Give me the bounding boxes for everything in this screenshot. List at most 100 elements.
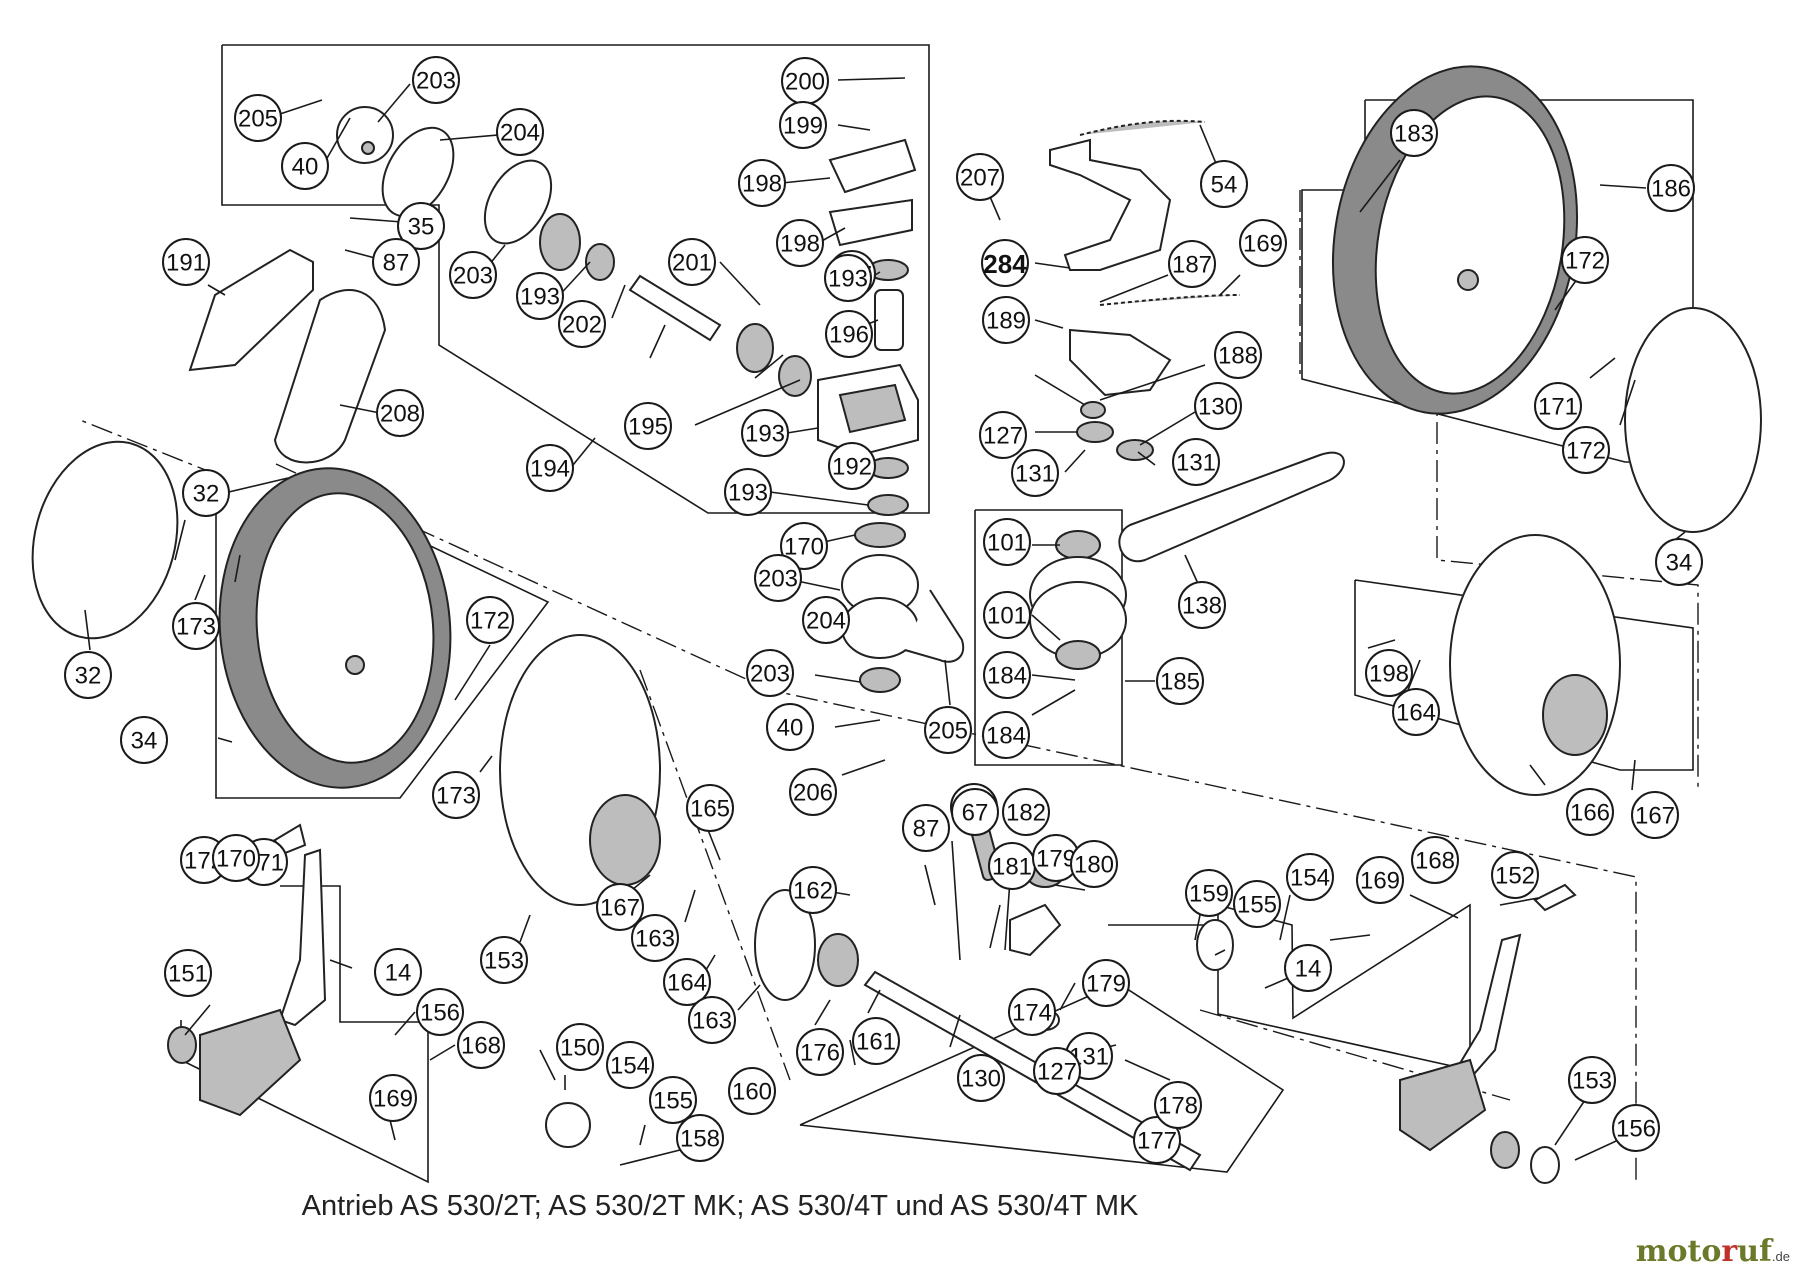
callout-label: 199 — [783, 113, 823, 140]
callout-label: 127 — [983, 423, 1023, 450]
callout-201: 201 — [668, 238, 716, 286]
callout-circle — [828, 442, 876, 490]
callout-label: 193 — [745, 421, 785, 448]
callout-163-a: 163 — [631, 914, 679, 962]
callout-label: 179 — [1086, 971, 1126, 998]
callout-circle — [852, 1017, 900, 1065]
callout-label: 184 — [987, 663, 1027, 690]
callout-174: 174 — [1008, 988, 1056, 1036]
callout-label: 40 — [292, 154, 319, 181]
callout-circle — [596, 883, 644, 931]
callout-101-a: 101 — [983, 518, 1031, 566]
callout-circle — [1214, 331, 1262, 379]
callout-label: 200 — [785, 69, 825, 96]
callout-32-tr: 32 — [182, 469, 230, 517]
callout-192: 192 — [828, 442, 876, 490]
callout-150: 150 — [556, 1023, 604, 1071]
callout-label: 101 — [987, 603, 1027, 630]
callout-circle — [825, 310, 873, 358]
callout-131-b: 131 — [1172, 438, 1220, 486]
callout-circle — [956, 153, 1004, 201]
callout-label: 163 — [692, 1008, 732, 1035]
callout-circle — [480, 936, 528, 984]
callout-label: 172 — [470, 608, 510, 635]
callout-181: 181 — [988, 842, 1036, 890]
callout-label: 173 — [176, 614, 216, 641]
callout-label: 87 — [383, 250, 410, 277]
callout-circle — [789, 866, 837, 914]
callout-162: 162 — [789, 866, 837, 914]
callout-label: 130 — [1198, 394, 1238, 421]
callout-170-right: 170 — [212, 834, 260, 882]
callout-164-right: 164 — [1392, 688, 1440, 736]
callout-label: 138 — [1182, 593, 1222, 620]
callout-circle — [374, 948, 422, 996]
callout-circle — [983, 651, 1031, 699]
callout-193-b: 193 — [824, 254, 872, 302]
callout-label: 187 — [1172, 252, 1212, 279]
callout-circle — [416, 988, 464, 1036]
callout-202: 202 — [558, 300, 606, 348]
callout-circle — [526, 444, 574, 492]
callout-196: 196 — [825, 310, 873, 358]
callout-circle — [1568, 1056, 1616, 1104]
callout-label: 168 — [461, 1033, 501, 1060]
callout-circle — [1233, 880, 1281, 928]
callout-label: 165 — [690, 796, 730, 823]
callout-circle — [212, 834, 260, 882]
callout-circle — [981, 239, 1029, 287]
callout-circle — [983, 591, 1031, 639]
callout-circle — [982, 711, 1030, 759]
callout-34-tr: 34 — [1655, 538, 1703, 586]
brand-logo: motoruf.de — [1636, 1234, 1790, 1269]
callout-170-left: 170 — [780, 522, 828, 570]
callout-circle — [556, 1023, 604, 1071]
callout-label: 180 — [1074, 852, 1114, 879]
callout-label: 193 — [520, 284, 560, 311]
callout-127-low: 127 — [1033, 1047, 1081, 1095]
callout-circle — [1070, 840, 1118, 888]
callout-168-left: 168 — [457, 1021, 505, 1069]
callout-155-right: 155 — [1233, 880, 1281, 928]
callout-label: 161 — [856, 1029, 896, 1056]
callout-151: 151 — [164, 949, 212, 997]
callout-14-left: 14 — [374, 948, 422, 996]
callout-circle — [182, 469, 230, 517]
callout-circle — [234, 94, 282, 142]
callout-label: 203 — [750, 661, 790, 688]
callout-circle — [983, 518, 1031, 566]
callout-173-left: 173 — [432, 771, 480, 819]
brand-part-1: moto — [1635, 1234, 1722, 1269]
callout-169-top: 169 — [1239, 219, 1287, 267]
callout-label: 155 — [653, 1088, 693, 1115]
callout-179-a: 179 — [1032, 834, 1080, 882]
callout-154-low: 154 — [606, 1041, 654, 1089]
callout-40-low: 40 — [766, 703, 814, 751]
callout-label: 198 — [742, 171, 782, 198]
callout-circle — [631, 914, 679, 962]
callout-label: 152 — [1495, 863, 1535, 890]
callout-circle — [796, 1028, 844, 1076]
callout-156-left: 156 — [416, 988, 464, 1036]
callout-14-right: 14 — [1284, 944, 1332, 992]
callout-circle — [1647, 164, 1695, 212]
callout-circle — [1561, 236, 1609, 284]
callout-circle — [1172, 438, 1220, 486]
callout-189: 189 — [982, 296, 1030, 344]
callout-191: 191 — [162, 238, 210, 286]
callout-169-left: 169 — [369, 1074, 417, 1122]
callout-circle — [776, 219, 824, 267]
callout-circle — [979, 411, 1027, 459]
callout-label: 183 — [1394, 121, 1434, 148]
callout-circle — [802, 596, 850, 644]
callout-circle — [164, 949, 212, 997]
callout-circle — [1033, 1047, 1081, 1095]
callout-164-left: 164 — [663, 958, 711, 1006]
callout-circle — [741, 409, 789, 457]
callout-circle — [412, 56, 460, 104]
callout-152: 152 — [1491, 851, 1539, 899]
callout-163-b: 163 — [688, 996, 736, 1044]
callout-circle — [162, 238, 210, 286]
callout-label: 35 — [408, 214, 435, 241]
